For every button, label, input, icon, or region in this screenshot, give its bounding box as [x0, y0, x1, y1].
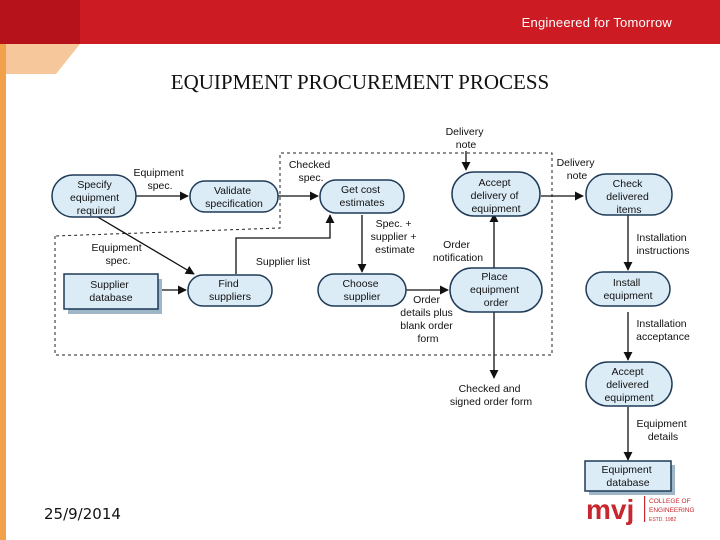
header-corner-decoration — [0, 44, 80, 74]
store-equipment-db — [584, 460, 672, 492]
node-find-suppliers — [187, 274, 273, 307]
node-find-suppliers-label: Find suppliers — [209, 278, 251, 303]
node-get-cost — [319, 179, 405, 214]
node-validate — [189, 180, 279, 213]
node-validate-label: Validate specification — [205, 185, 263, 210]
logo-line1: COLLEGE OF — [649, 498, 691, 505]
node-check-items-label: Check delivered items — [606, 178, 652, 216]
left-accent-strip — [0, 44, 6, 540]
node-choose-supplier-label: Choose supplier — [342, 278, 381, 303]
label-spec-supplier-estimate: Spec. + supplier + estimate — [371, 218, 420, 256]
label-installation-acceptance: Installation acceptance — [636, 318, 690, 343]
arrow-supplier-list — [235, 214, 335, 274]
node-accept-delivery-label: Accept delivery of equipment — [471, 177, 522, 215]
node-choose-supplier — [317, 273, 407, 307]
node-install-label: Install equipment — [603, 277, 652, 302]
label-equipment-spec-left: Equipment spec. — [91, 242, 144, 267]
label-checked-signed: Checked and signed order form — [450, 383, 533, 408]
label-checked-spec: Checked spec. — [289, 159, 333, 184]
node-specify-label: Specify equipment required — [70, 179, 122, 217]
label-equipment-spec-top: Equipment spec. — [133, 167, 186, 192]
connectors — [95, 151, 633, 461]
slide-date: 25/9/2014 — [44, 505, 121, 523]
store-equipment-db-label: Equipment database — [601, 464, 654, 489]
label-installation-instructions: Installation instructions — [636, 232, 689, 257]
label-equipment-details: Equipment details — [636, 418, 689, 443]
logo-mark: mvj — [586, 494, 634, 525]
label-delivery-note-right: Delivery note — [557, 157, 598, 182]
college-logo: mvj COLLEGE OF ENGINEERING ESTD. 1982 — [586, 494, 695, 525]
logo-line2: ENGINEERING — [649, 507, 695, 514]
node-accept-installed — [585, 361, 673, 407]
store-supplier-db-label: Supplier database — [89, 279, 132, 304]
label-order-notification: Order notification — [433, 239, 483, 264]
header-tagline: Engineered for Tomorrow — [521, 15, 672, 30]
slide-title: EQUIPMENT PROCUREMENT PROCESS — [170, 70, 550, 94]
logo-divider — [644, 496, 646, 522]
logo-line3: ESTD. 1982 — [649, 517, 676, 523]
store-supplier-db — [63, 273, 159, 310]
label-order-details: Order details plus blank order form — [400, 294, 455, 345]
node-check-items — [585, 173, 673, 216]
label-delivery-note-top: Delivery note — [446, 126, 487, 151]
arrow-spec-find — [95, 215, 195, 275]
node-place-order-label: Place equipment order — [470, 271, 522, 309]
node-install — [585, 271, 671, 307]
data-stores — [63, 273, 675, 495]
header-bar-right — [80, 0, 720, 44]
node-specify — [51, 174, 137, 218]
process-nodes — [51, 171, 673, 407]
node-accept-delivery — [451, 171, 541, 217]
node-accept-installed-label: Accept delivered equipment — [604, 366, 653, 404]
node-get-cost-label: Get cost estimates — [340, 184, 385, 209]
label-supplier-list: Supplier list — [256, 256, 310, 268]
dashed-boundary — [54, 152, 553, 356]
node-place-order — [449, 267, 543, 313]
